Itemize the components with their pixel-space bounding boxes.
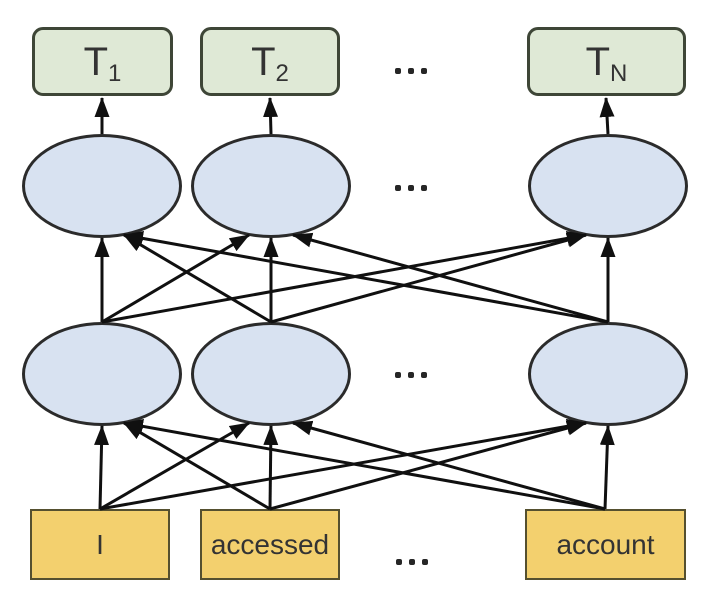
- edge-w2-h2_3: [269, 420, 587, 511]
- output-label-t1: T1: [83, 39, 122, 87]
- edge-h2_1-h1_2: [101, 233, 250, 324]
- hidden-bottom-node-3: [528, 322, 688, 426]
- hidden-top-node-1: [22, 134, 182, 238]
- ellipsis-output-row: [395, 68, 427, 74]
- edge-h2_1-h1_3: [101, 230, 587, 324]
- ellipsis-hidden-top-row: [395, 185, 427, 191]
- hidden-top-node-2: [191, 134, 351, 238]
- output-label-tn: TN: [585, 39, 628, 87]
- input-label-word-3: account: [556, 528, 655, 560]
- input-label-word-1: I: [96, 528, 104, 560]
- hidden-top-node-3: [528, 134, 688, 238]
- edge-h2_2-h1_1: [123, 233, 272, 324]
- edge-h2_3-h1_1: [123, 230, 609, 324]
- hidden-bottom-node-1: [22, 322, 182, 426]
- edge-h1_3-tn: [599, 97, 615, 135]
- edge-w3-h2_2: [292, 420, 606, 511]
- output-node-t1: T1: [32, 27, 173, 96]
- edge-w1-h2_1: [94, 425, 110, 510]
- ellipsis-input-row: [396, 559, 428, 565]
- ellipsis-hidden-bottom-row: [395, 372, 427, 378]
- edge-h2_3-h1_2: [292, 232, 609, 324]
- input-node-word-3: account: [525, 509, 686, 580]
- input-node-word-1: I: [30, 509, 170, 580]
- edge-h1_2-t2: [263, 97, 279, 135]
- edge-w3-h2_3: [599, 425, 615, 510]
- edge-w2-h2_2: [263, 425, 279, 510]
- edge-w1-h2_3: [99, 418, 587, 511]
- output-node-t2: T2: [200, 27, 340, 96]
- edge-w3-h2_1: [123, 418, 606, 511]
- edge-w1-h2_2: [99, 421, 250, 511]
- edge-w2-h2_1: [123, 421, 271, 511]
- hidden-bottom-node-2: [191, 322, 351, 426]
- output-node-tn: TN: [527, 27, 686, 96]
- edge-h2_2-h1_3: [270, 232, 587, 324]
- input-node-word-2: accessed: [200, 509, 340, 580]
- input-label-word-2: accessed: [210, 528, 330, 560]
- output-label-t2: T2: [251, 39, 289, 87]
